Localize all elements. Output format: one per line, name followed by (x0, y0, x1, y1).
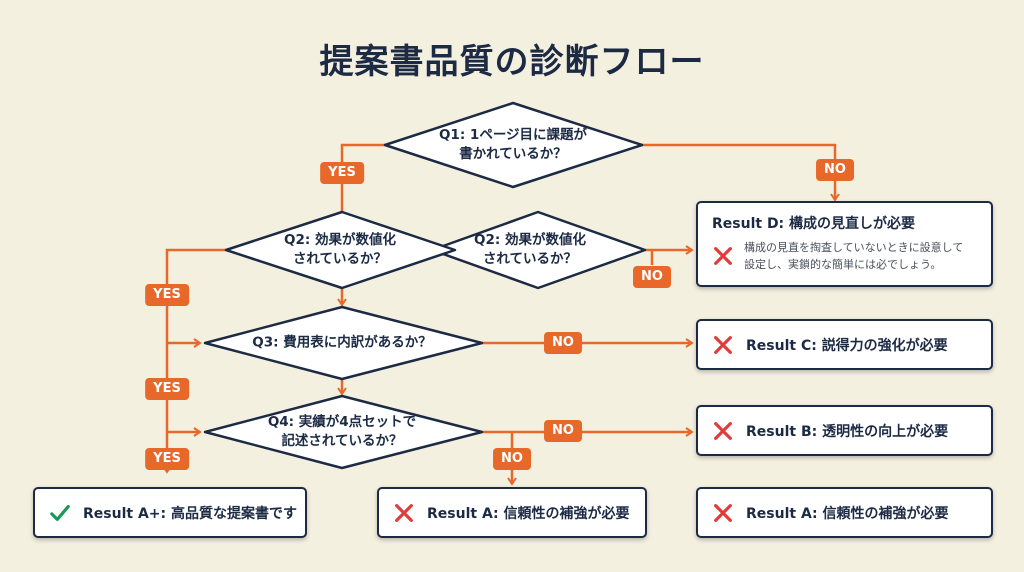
result-d-desc-line2: 設定し、実鎖的な簡単には必でしょう。 (744, 258, 942, 271)
result-b-text: Result B: 透明性の向上が必要 (746, 423, 949, 440)
result-a-plus-text: Result A+: 高品質な提案書です (83, 505, 297, 522)
question-q4-line2: 記述されているか？ (281, 433, 403, 449)
cross-icon (714, 421, 732, 440)
decision-q2b (430, 210, 647, 290)
result-a-mid-card: Result A: 信頼性の補強が必要 (377, 487, 647, 538)
result-c-text: Result C: 説得力の強化が必要 (746, 337, 948, 354)
no-tag-q2: NO (633, 266, 671, 288)
question-q4: Q4: 実績が4点セットで 記述されているか？ (268, 413, 416, 451)
question-q2a-line1: Q2: 効果が数値化 (284, 232, 396, 248)
yes-tag-q3: YES (145, 378, 189, 400)
question-q3: Q3: 費用表に内訳があるか？ (252, 334, 431, 353)
no-tag-q1: NO (816, 159, 854, 181)
question-q2a: Q2: 効果が数値化 されているか？ (284, 231, 396, 269)
result-c-card: Result C: 説得力の強化が必要 (696, 319, 993, 370)
no-tag-q3: NO (544, 332, 582, 354)
question-q2b: Q2: 効果が数値化 されているか？ (474, 231, 586, 269)
yes-tag-q1: YES (320, 162, 364, 184)
question-q1-line1: Q1: 1ページ目に課題が (438, 127, 588, 143)
cross-icon (395, 503, 413, 522)
connector-q1-no (642, 143, 840, 202)
decision-q1 (383, 101, 644, 189)
page-title: 提案書品質の診断フロー (319, 42, 705, 82)
result-a-plus-card: Result A+: 高品質な提案書です (33, 487, 307, 538)
result-a-mid-text: Result A: 信頼性の補強が必要 (427, 505, 630, 522)
check-icon (50, 504, 70, 521)
connector-q1-yes (337, 143, 385, 227)
result-d-title: Result D: 構成の見直しが必要 (712, 216, 916, 232)
cross-icon (714, 247, 732, 265)
cross-icon (714, 503, 732, 522)
question-q1-line2: 書かれているか？ (459, 146, 567, 162)
decision-q3 (203, 305, 484, 381)
question-q2b-line1: Q2: 効果が数値化 (474, 232, 586, 248)
no-tag-q4-right: NO (544, 420, 582, 442)
question-q1: Q1: 1ページ目に課題が 書かれているか？ (439, 126, 587, 164)
question-q4-line1: Q4: 実績が4点セットで (267, 414, 417, 430)
result-a-right-card: Result A: 信頼性の補強が必要 (696, 487, 993, 538)
cross-icon (714, 335, 732, 354)
decision-q2a (224, 210, 457, 290)
question-q2b-line2: されているか？ (482, 251, 578, 267)
question-q3-line1: Q3: 費用表に内訳があるか？ (252, 334, 432, 351)
no-tag-q4-down: NO (493, 448, 531, 470)
result-d-desc-line1: 構成の見直を掏査していないときに設意して (744, 241, 964, 254)
yes-tag-q2: YES (145, 284, 189, 306)
decision-q4 (203, 394, 484, 470)
result-d-card: Result D: 構成の見直しが必要 構成の見直を掏査していないときに設意して… (696, 201, 993, 287)
result-a-right-text: Result A: 信頼性の補強が必要 (746, 505, 949, 522)
question-q2a-line2: されているか？ (292, 251, 388, 267)
yes-tag-q4: YES (145, 448, 189, 470)
result-b-card: Result B: 透明性の向上が必要 (696, 405, 993, 456)
